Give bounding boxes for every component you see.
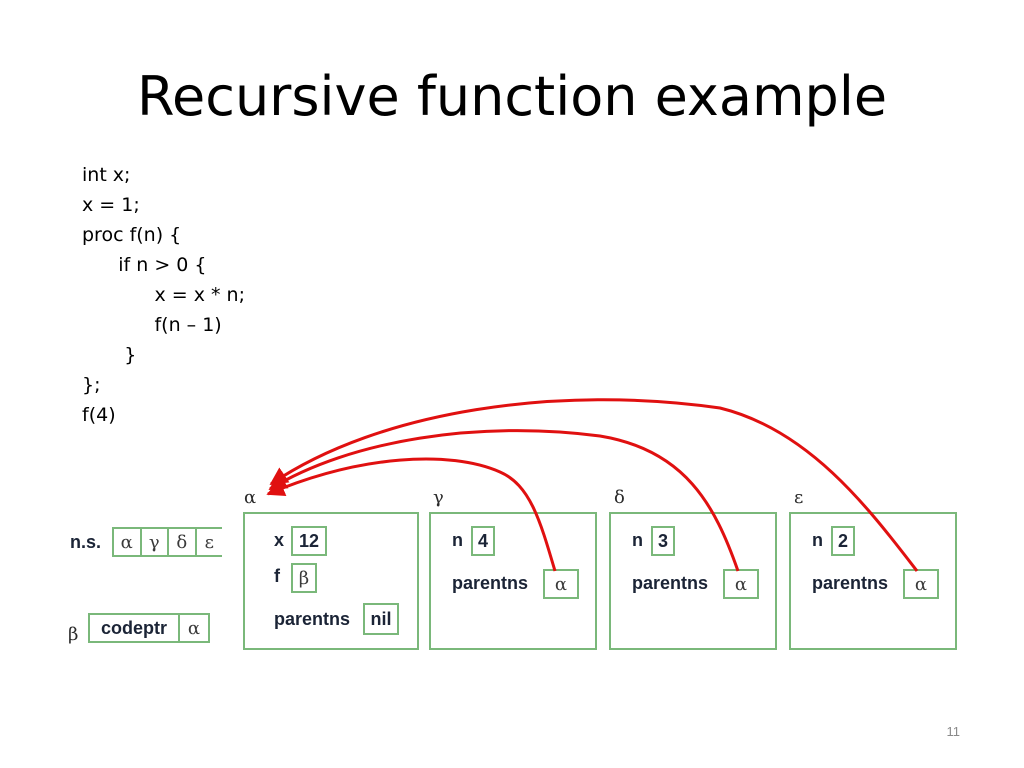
frame-gamma-name: γ: [433, 487, 444, 508]
code-line: int x;: [82, 164, 131, 186]
slide-number: 11: [946, 724, 961, 739]
frame-value: 3: [651, 526, 675, 556]
frame-label: parentns: [452, 573, 529, 593]
ns-cell: ε: [204, 531, 214, 553]
frame-delta-name: δ: [614, 487, 625, 508]
beta-label: β: [68, 624, 79, 645]
frame-value: nil: [363, 603, 399, 635]
code-line: f(4): [82, 404, 116, 426]
ns-cell: α: [114, 529, 142, 555]
ns-cell: γ: [142, 529, 169, 555]
frame-label: n: [632, 530, 643, 550]
code-line: proc f(n) {: [82, 224, 182, 246]
frame-value: α: [543, 569, 579, 599]
frame-value: α: [723, 569, 759, 599]
frame-value: 12: [291, 526, 327, 556]
pointer-arrow-delta: [268, 429, 740, 572]
pointer-arrow-gamma: [266, 457, 557, 572]
code-line: x = 1;: [82, 194, 140, 216]
frame-label: parentns: [632, 573, 709, 593]
frame-alpha-name: α: [244, 487, 257, 508]
frame-value: 4: [471, 526, 495, 556]
pointer-arrow-epsilon: [269, 398, 919, 572]
ns-table: α γ δ ε: [112, 527, 222, 557]
code-line: }: [82, 344, 137, 366]
frame-label: f: [274, 566, 280, 586]
frame-epsilon-name: ε: [794, 487, 804, 508]
codeptr-cell: codeptr: [88, 613, 180, 643]
code-line: f(n – 1): [82, 314, 222, 336]
code-line: x = x * n;: [82, 284, 245, 306]
frame-value: β: [291, 563, 317, 593]
frame-label: x: [274, 530, 285, 550]
code-line: };: [82, 374, 101, 396]
code-line: if n > 0 {: [82, 254, 207, 276]
frame-label: parentns: [812, 573, 889, 593]
ns-cell: δ: [169, 529, 197, 555]
frame-value: α: [903, 569, 939, 599]
frame-value: 2: [831, 526, 855, 556]
frame-label: n: [452, 530, 463, 550]
slide-title: Recursive function example: [136, 65, 888, 128]
frame-label: n: [812, 530, 823, 550]
ns-label: n.s.: [70, 532, 102, 552]
frame-label: parentns: [274, 609, 351, 629]
beta-parent-cell: α: [178, 613, 210, 643]
